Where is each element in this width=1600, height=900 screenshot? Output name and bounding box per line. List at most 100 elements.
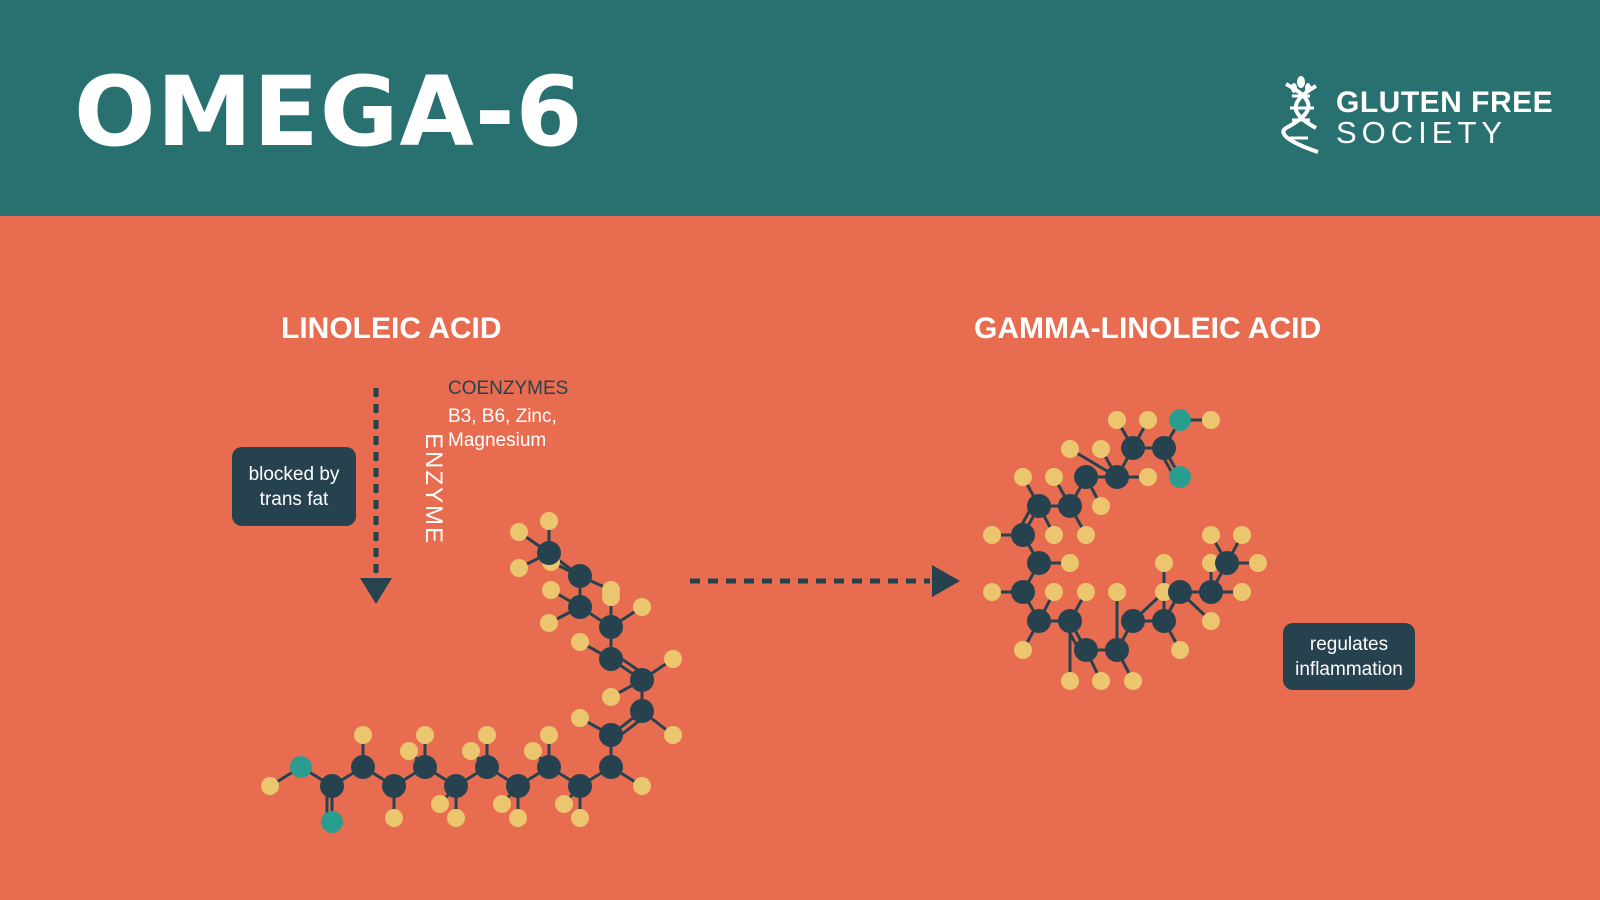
enzyme-arrow	[360, 388, 392, 604]
gamma-linoleic-acid-heading: GAMMA-LINOLEIC ACID	[974, 312, 1322, 345]
carbon-atom	[1152, 609, 1176, 633]
carbon-atom	[413, 755, 437, 779]
page-title: OMEGA-6	[74, 56, 584, 168]
carbon-atom	[1058, 494, 1082, 518]
hydrogen-atom	[1061, 672, 1079, 690]
hydrogen-atom	[633, 598, 651, 616]
regulates-inflammation-callout: regulates inflammation	[1283, 623, 1415, 690]
hydrogen-atom	[1077, 526, 1095, 544]
hydrogen-atom	[478, 726, 496, 744]
oxygen-atom	[321, 811, 343, 833]
carbon-atom	[1074, 465, 1098, 489]
hydrogen-atom	[1045, 468, 1063, 486]
hydrogen-atom	[416, 726, 434, 744]
hydrogen-atom	[983, 583, 1001, 601]
coenzymes-list: B3, B6, Zinc, Magnesium	[448, 406, 557, 451]
hydrogen-atom	[555, 795, 573, 813]
carbon-atom	[599, 755, 623, 779]
brand-logo: GLUTEN FREE SOCIETY	[1276, 76, 1566, 156]
carbon-atom	[599, 647, 623, 671]
hydrogen-atom	[540, 614, 558, 632]
hydrogen-atom	[571, 809, 589, 827]
hydrogen-atom	[1045, 583, 1063, 601]
oxygen-atom	[1169, 409, 1191, 431]
hydrogen-atom	[602, 688, 620, 706]
carbon-atom	[1011, 580, 1035, 604]
hydrogen-atom	[1139, 468, 1157, 486]
carbon-atom	[537, 755, 561, 779]
gamma-linoleic-acid-molecule	[983, 409, 1267, 690]
hydrogen-atom	[983, 526, 1001, 544]
enzyme-label: ENZYME	[420, 433, 447, 546]
carbon-atom	[1152, 436, 1176, 460]
carbon-atom	[320, 774, 344, 798]
carbon-atom	[1105, 638, 1129, 662]
brand-name-line1: GLUTEN FREE	[1336, 86, 1554, 119]
hydrogen-atom	[1233, 526, 1251, 544]
carbon-atom	[351, 755, 375, 779]
carbon-atom	[568, 595, 592, 619]
hydrogen-atom	[1092, 497, 1110, 515]
hydrogen-atom	[1233, 583, 1251, 601]
hydrogen-atom	[510, 559, 528, 577]
hydrogen-atom	[1155, 554, 1173, 572]
hydrogen-atom	[1014, 468, 1032, 486]
carbon-atom	[537, 541, 561, 565]
carbon-atom	[568, 774, 592, 798]
carbon-atom	[1121, 609, 1145, 633]
carbon-atom	[1168, 580, 1192, 604]
carbon-atom	[599, 615, 623, 639]
blocked-by-trans-fat-callout: blocked by trans fat	[232, 447, 356, 526]
carbon-atom	[1105, 465, 1129, 489]
hydrogen-atom	[261, 777, 279, 795]
hydrogen-atom	[1108, 411, 1126, 429]
carbon-atom	[1027, 494, 1051, 518]
hydrogen-atom	[540, 512, 558, 530]
wheat-dna-icon	[1281, 76, 1319, 154]
hydrogen-atom	[664, 726, 682, 744]
carbon-atom	[1215, 551, 1239, 575]
hydrogen-atom	[542, 581, 560, 599]
hydrogen-atom	[571, 633, 589, 651]
hydrogen-atom	[462, 742, 480, 760]
hydrogen-atom	[447, 809, 465, 827]
hydrogen-atom	[540, 726, 558, 744]
carbon-atom	[630, 668, 654, 692]
hydrogen-atom	[1249, 554, 1267, 572]
hydrogen-atom	[1202, 554, 1220, 572]
hydrogen-atom	[1139, 411, 1157, 429]
brand-name-line2: SOCIETY	[1336, 115, 1508, 150]
hydrogen-atom	[1202, 612, 1220, 630]
carbon-atom	[1027, 609, 1051, 633]
hydrogen-atom	[571, 709, 589, 727]
hydrogen-atom	[1014, 641, 1032, 659]
carbon-atom	[630, 699, 654, 723]
header-band: OMEGA-6 GLUTEN FREE SOCIETY	[0, 0, 1600, 216]
hydrogen-atom	[400, 742, 418, 760]
carbon-atom	[1074, 638, 1098, 662]
hydrogen-atom	[524, 742, 542, 760]
oxygen-atom	[1169, 466, 1191, 488]
hydrogen-atom	[1202, 526, 1220, 544]
hydrogen-atom	[1092, 672, 1110, 690]
atom-group	[261, 512, 682, 833]
hydrogen-atom	[1077, 583, 1095, 601]
hydrogen-atom	[1108, 583, 1126, 601]
carbon-atom	[382, 774, 406, 798]
conversion-arrow	[690, 565, 960, 597]
carbon-atom	[1121, 436, 1145, 460]
hydrogen-atom	[385, 809, 403, 827]
carbon-atom	[475, 755, 499, 779]
coenzymes-title: COENZYMES	[448, 378, 569, 399]
hydrogen-atom	[509, 809, 527, 827]
hydrogen-atom	[510, 523, 528, 541]
hydrogen-atom	[1124, 672, 1142, 690]
hydrogen-atom	[1061, 440, 1079, 458]
hydrogen-atom	[493, 795, 511, 813]
carbon-atom	[1027, 551, 1051, 575]
carbon-atom	[1199, 580, 1223, 604]
hydrogen-atom	[1061, 554, 1079, 572]
carbon-atom	[568, 564, 592, 588]
carbon-atom	[506, 774, 530, 798]
